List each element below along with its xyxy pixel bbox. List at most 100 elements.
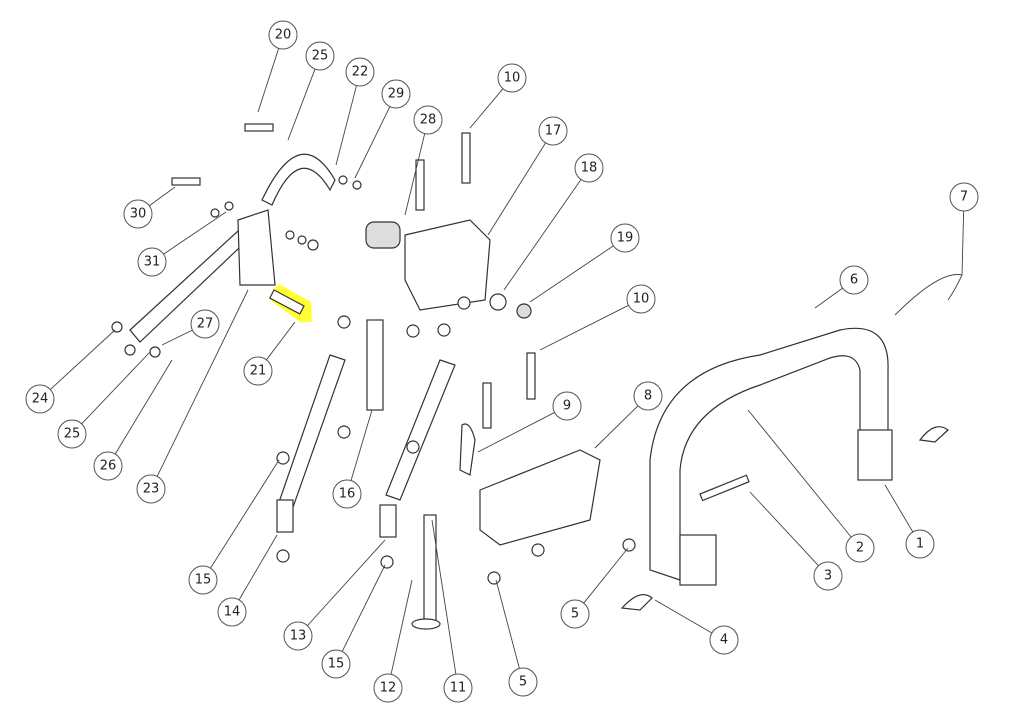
callout-number: 29 <box>388 87 405 102</box>
callout-14[interactable]: 14 <box>217 597 247 627</box>
callout-number: 10 <box>504 71 521 86</box>
callout-18[interactable]: 18 <box>574 153 604 183</box>
leader-line-11 <box>431 519 457 675</box>
callout-circle <box>949 182 979 212</box>
leader-line-15 <box>341 564 386 652</box>
callout-number: 25 <box>64 427 81 442</box>
callout-10[interactable]: 10 <box>626 284 656 314</box>
callout-circle <box>413 105 443 135</box>
callout-9[interactable]: 9 <box>552 391 582 421</box>
callout-29[interactable]: 29 <box>381 79 411 109</box>
callout-number: 27 <box>197 317 214 332</box>
callout-number: 26 <box>100 459 117 474</box>
leader-line-31 <box>163 211 227 255</box>
callout-21[interactable]: 21 <box>243 356 273 386</box>
parts-drawing <box>111 123 963 630</box>
washer-18 <box>489 293 507 311</box>
leader-line-16 <box>350 409 373 481</box>
callout-3[interactable]: 3 <box>813 561 843 591</box>
leader-line-22 <box>335 85 357 166</box>
link-16 <box>366 319 384 411</box>
callout-number: 22 <box>352 65 369 80</box>
callout-20[interactable]: 20 <box>268 20 298 50</box>
callout-10[interactable]: 10 <box>497 63 527 93</box>
callout-number: 17 <box>545 124 562 139</box>
leader-line-18 <box>503 179 582 291</box>
callout-1[interactable]: 1 <box>905 529 935 559</box>
callout-22[interactable]: 22 <box>345 57 375 87</box>
callout-19[interactable]: 19 <box>610 223 640 253</box>
link-13 <box>385 359 456 501</box>
callout-circle <box>845 533 875 563</box>
callout-5[interactable]: 5 <box>508 667 538 697</box>
pin-30 <box>171 177 201 186</box>
callout-7[interactable]: 7 <box>949 182 979 212</box>
callout-number: 10 <box>633 292 650 307</box>
callout-circle <box>538 116 568 146</box>
callout-circle <box>839 265 869 295</box>
callout-number: 15 <box>328 657 345 672</box>
callout-24[interactable]: 24 <box>25 384 55 414</box>
callout-number: 28 <box>420 113 437 128</box>
callout-13[interactable]: 13 <box>283 621 313 651</box>
callout-circle <box>93 451 123 481</box>
callout-circle <box>190 309 220 339</box>
callout-circle <box>283 621 313 651</box>
spring-pin-7 <box>894 274 963 316</box>
callout-5[interactable]: 5 <box>560 599 590 629</box>
callout-4[interactable]: 4 <box>709 625 739 655</box>
leader-line-24 <box>49 329 116 390</box>
lynch-pin-4 <box>620 594 653 611</box>
callout-circle <box>574 153 604 183</box>
pin-20 <box>244 123 274 132</box>
callout-circle <box>626 284 656 314</box>
bushing-14 <box>276 499 294 533</box>
callout-15[interactable]: 15 <box>321 649 351 679</box>
pin-upper <box>415 159 425 211</box>
nut-19 <box>516 303 532 319</box>
leader-line-14 <box>238 534 278 601</box>
leader-line-23 <box>156 289 249 477</box>
leader-line-25 <box>81 351 151 425</box>
leader-line-21 <box>266 321 296 361</box>
callout-17[interactable]: 17 <box>538 116 568 146</box>
callout-number: 30 <box>130 207 147 222</box>
callout-26[interactable]: 26 <box>93 451 123 481</box>
callout-circle <box>709 625 739 655</box>
callout-number: 23 <box>143 482 160 497</box>
callout-circle <box>217 597 247 627</box>
callout-27[interactable]: 27 <box>190 309 220 339</box>
callout-circle <box>497 63 527 93</box>
callout-25[interactable]: 25 <box>57 419 87 449</box>
callout-30[interactable]: 30 <box>123 199 153 229</box>
callout-number: 5 <box>519 675 527 690</box>
bushing-28 <box>365 221 401 249</box>
callout-15[interactable]: 15 <box>188 565 218 595</box>
callout-number: 2 <box>856 541 864 556</box>
leader-line-10 <box>469 88 504 129</box>
leader-line-17 <box>487 142 546 236</box>
callout-25[interactable]: 25 <box>305 41 335 71</box>
leader-line-29 <box>354 106 391 179</box>
callout-16[interactable]: 16 <box>332 479 362 509</box>
callout-circle <box>305 41 335 71</box>
callout-6[interactable]: 6 <box>839 265 869 295</box>
callout-23[interactable]: 23 <box>136 474 166 504</box>
main-frame-1 <box>649 327 889 581</box>
callout-number: 15 <box>195 573 212 588</box>
callout-11[interactable]: 11 <box>443 673 473 703</box>
clip-9 <box>459 423 476 476</box>
callout-12[interactable]: 12 <box>373 673 403 703</box>
callout-circle <box>25 384 55 414</box>
callout-28[interactable]: 28 <box>413 105 443 135</box>
leader-line-13 <box>307 539 386 626</box>
callout-2[interactable]: 2 <box>845 533 875 563</box>
leader-line-12 <box>390 579 413 675</box>
callout-circle <box>560 599 590 629</box>
leader-line-20 <box>257 48 280 113</box>
frame-lug-lower <box>679 534 717 586</box>
leader-line-25 <box>287 68 316 141</box>
callout-31[interactable]: 31 <box>137 247 167 277</box>
callout-8[interactable]: 8 <box>633 381 663 411</box>
